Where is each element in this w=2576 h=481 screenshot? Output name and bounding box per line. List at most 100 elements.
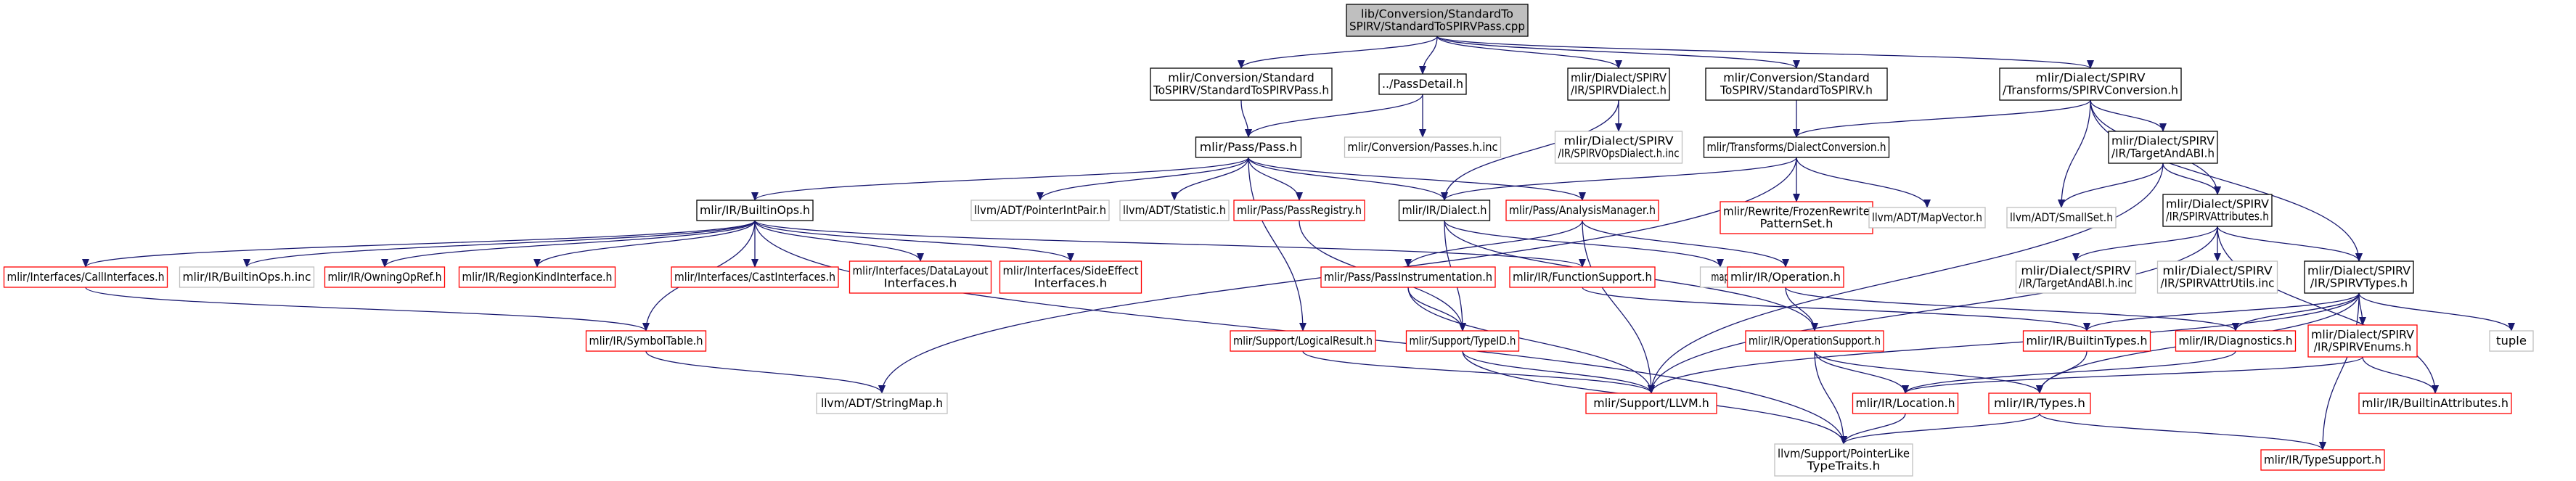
node-type_support[interactable]: mlir/IR/TypeSupport.h [2260,449,2385,471]
node-label: mlir/IR/Operation.h [1730,270,1841,284]
node-builtin_attrs[interactable]: mlir/IR/BuiltinAttributes.h [2358,392,2512,414]
node-call_ifaces[interactable]: mlir/Interfaces/CallInterfaces.h [3,266,168,288]
edge-ir_types-to-ptr_like [1840,413,2040,445]
node-builtin_ops[interactable]: mlir/IR/BuiltinOps.h [696,200,814,221]
node-label: mlir/Support/LogicalResult.h [1233,334,1373,348]
node-support_llvm[interactable]: mlir/Support/LLVM.h [1585,392,1717,414]
node-label: mlir/IR/OperationSupport.h [1749,334,1881,348]
node-label: llvm/ADT/MapVector.h [1872,210,1982,224]
edge-type_id-to-support_llvm [1462,350,1655,394]
node-box [1745,330,1884,352]
node-label: /Transforms/SPIRVConversion.h [2003,83,2178,97]
node-box [2358,392,2512,414]
node-builtin_types[interactable]: mlir/IR/BuiltinTypes.h [2022,330,2151,352]
node-diagnostics[interactable]: mlir/IR/Diagnostics.h [2175,330,2297,352]
node-spirv_attrs[interactable]: mlir/Dialect/SPIRV/IR/SPIRVAttributes.h [2162,194,2273,227]
node-op_support[interactable]: mlir/IR/OperationSupport.h [1745,330,1884,352]
edge-spirv_dialect-to-ir_dialect [1441,99,1619,201]
node-pass_registry[interactable]: mlir/Pass/PassRegistry.h [1233,200,1365,221]
node-std_pass_h[interactable]: mlir/Conversion/StandardToSPIRV/Standard… [1150,67,1333,101]
node-ir_dialect[interactable]: mlir/IR/Dialect.h [1398,200,1491,221]
node-box [2162,194,2273,227]
node-box [3,266,168,288]
node-ir_operation[interactable]: mlir/IR/Operation.h [1727,266,1844,288]
node-pass_h[interactable]: mlir/Pass/Pass.h [1195,136,1302,158]
node-region_kind[interactable]: mlir/IR/RegionKindInterface.h [458,266,616,288]
node-label: Interfaces.h [884,276,957,290]
node-box [1703,136,1890,158]
node-spirv_ops_dialect: mlir/Dialect/SPIRV/IR/SPIRVOpsDialect.h.… [1554,131,1683,164]
node-type_id[interactable]: mlir/Support/TypeID.h [1405,330,1520,352]
node-spirv_attr_utils: mlir/Dialect/SPIRV/IR/SPIRVAttrUtils.inc [2156,260,2278,294]
edge-dialect_conv-to-map_vector [1796,157,1931,208]
node-owning_op_ref[interactable]: mlir/IR/OwningOpRef.h [324,266,446,288]
edge-spirv_enums-to-builtin_attrs [2362,356,2439,394]
node-spirv_conv[interactable]: mlir/Dialect/SPIRV/Transforms/SPIRVConve… [1999,67,2182,101]
node-func_support[interactable]: mlir/IR/FunctionSupport.h [1509,266,1656,288]
edge-spirv_conv-to-spirv_types [2090,99,2363,262]
node-target_abi[interactable]: mlir/Dialect/SPIRV/IR/TargetAndABI.h [2108,131,2218,164]
node-label: mlir/IR/OwningOpRef.h [328,270,442,284]
node-label: /IR/SPIRVOpsDialect.h.inc [1558,147,1680,160]
node-label: ToSPIRV/StandardToSPIRVPass.h [1153,83,1329,97]
node-pass_instr[interactable]: mlir/Pass/PassInstrumentation.h [1320,266,1496,288]
node-dialect_conv[interactable]: mlir/Transforms/DialectConversion.h [1703,136,1890,158]
node-label: mlir/Interfaces/CallInterfaces.h [7,270,165,284]
edge-ir_operation-to-op_support [1785,287,1818,332]
node-box [2006,207,2117,229]
node-label: mlir/Dialect/SPIRV [1563,134,1673,148]
node-box [2489,330,2534,352]
node-statistic: llvm/ADT/Statistic.h [1119,200,1230,221]
node-box [671,266,839,288]
node-label: mlir/Transforms/DialectConversion.h [1707,140,1886,154]
node-box [1378,73,1467,95]
node-map_vector: llvm/ADT/MapVector.h [1868,207,1986,229]
node-cast_ifaces[interactable]: mlir/Interfaces/CastInterfaces.h [671,266,839,288]
node-box [1398,200,1491,221]
node-box [2260,449,2385,471]
node-label: ToSPIRV/StandardToSPIRV.h [1720,83,1873,97]
node-root[interactable]: lib/Conversion/StandardToSPIRV/StandardT… [1346,4,1529,37]
node-spirv_enums[interactable]: mlir/Dialect/SPIRV/IR/SPIRVEnums.h [2307,324,2418,358]
node-box [1988,392,2091,414]
node-ir_location[interactable]: mlir/IR/Location.h [1852,392,1959,414]
node-spirv_dialect[interactable]: mlir/Dialect/SPIRV/IR/SPIRVDialect.h [1567,67,1670,101]
edge-std_pass_h-to-pass_h [1240,99,1252,138]
node-box [816,392,948,414]
node-label: map [1711,270,1729,284]
edge-ir_operation-to-diagnostics [1785,287,2239,332]
node-box [1230,330,1376,352]
node-label: mlir/IR/BuiltinOps.h.inc [183,270,311,284]
node-box [1727,266,1844,288]
edge-root-to-spirv_dialect [1436,36,1622,69]
node-conv_passes: mlir/Conversion/Passes.h.inc [1344,136,1502,158]
node-box [1852,392,1959,414]
edge-builtin_ops-to-side_effect [754,220,1074,262]
node-spirv_types[interactable]: mlir/Dialect/SPIRV/IR/SPIRVTypes.h [2304,260,2414,294]
node-label: mlir/Conversion/Passes.h.inc [1348,140,1498,154]
node-label: mlir/Rewrite/FrozenRewrite [1723,205,1870,218]
nodes-layer: lib/Conversion/StandardToSPIRV/StandardT… [3,4,2534,477]
edge-op_support-to-ptr_like [1814,350,1847,445]
edge-diagnostics-to-ir_location [1902,350,2236,394]
node-label: mlir/Interfaces/CastInterfaces.h [674,270,835,284]
edge-spirv_conv-to-target_abi [2090,99,2167,132]
node-analysis_mgr[interactable]: mlir/Pass/AnalysisManager.h [1505,200,1659,221]
node-std_spirv_h[interactable]: mlir/Conversion/StandardToSPIRV/Standard… [1705,67,1888,101]
edge-ir_dialect-to-map [1444,220,1724,268]
node-label: llvm/ADT/StringMap.h [821,396,943,410]
node-label: mlir/Conversion/Standard [1168,71,1314,85]
node-ir_types[interactable]: mlir/IR/Types.h [1988,392,2091,414]
node-label: tuple [2496,334,2527,348]
node-symbol_table[interactable]: mlir/IR/SymbolTable.h [585,330,707,352]
node-box [1320,266,1496,288]
node-pass_detail[interactable]: ../PassDetail.h [1378,73,1467,95]
node-logical_result[interactable]: mlir/Support/LogicalResult.h [1230,330,1376,352]
node-label: mlir/IR/BuiltinAttributes.h [2362,396,2508,410]
node-label: /IR/SPIRVAttrUtils.inc [2161,276,2275,290]
node-label: mlir/IR/Diagnostics.h [2179,334,2293,348]
node-label: mlir/Dialect/SPIRV [2021,264,2130,278]
